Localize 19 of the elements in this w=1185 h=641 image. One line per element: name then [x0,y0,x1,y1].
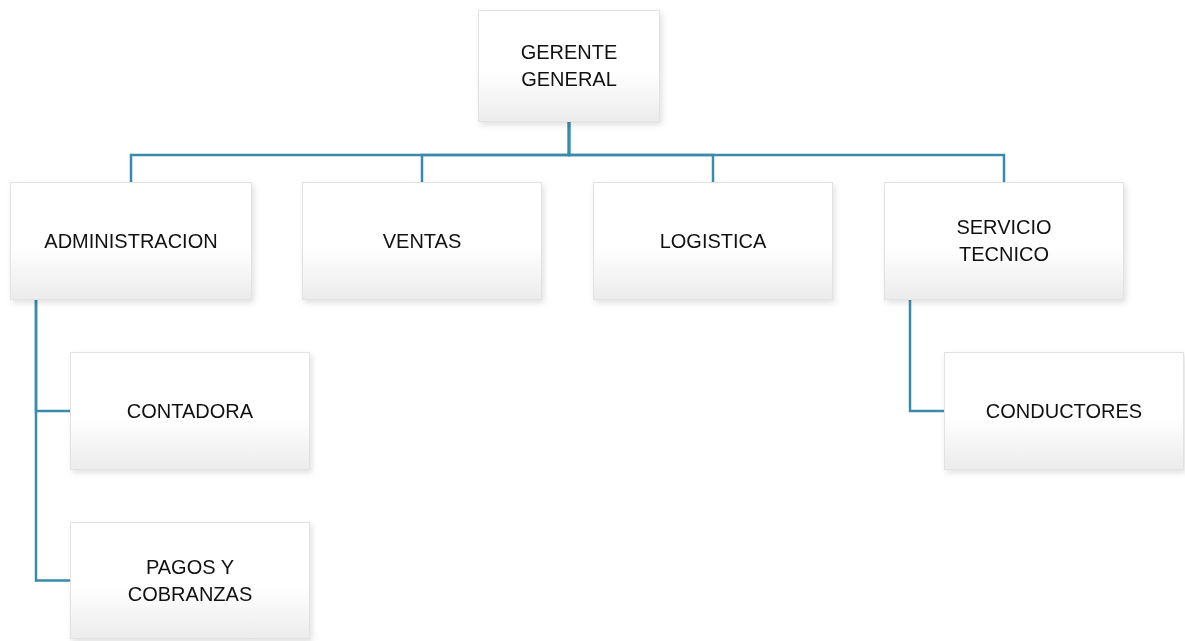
org-box [70,522,310,639]
role-title: VENTAS [382,228,462,254]
org-box [593,182,833,300]
connector-line [34,300,70,582]
org-box [10,182,252,300]
connector-line [908,300,944,413]
role-title: CONDUCTORES [985,398,1143,424]
role-title: ADMINISTRACION [44,228,218,254]
role-title: LOGISTICA [659,228,767,254]
org-box [944,352,1184,470]
org-box [302,182,542,300]
role-title: PAGOS Y COBRANZAS [126,554,254,607]
role-title: CONTADORA [126,398,254,424]
connector-line [567,122,1006,182]
org-box [884,182,1124,300]
org-box [478,10,660,122]
role-title: GERENTE GENERAL [519,40,619,92]
org-box [70,352,310,470]
role-title: SERVICIO TECNICO [955,215,1053,267]
